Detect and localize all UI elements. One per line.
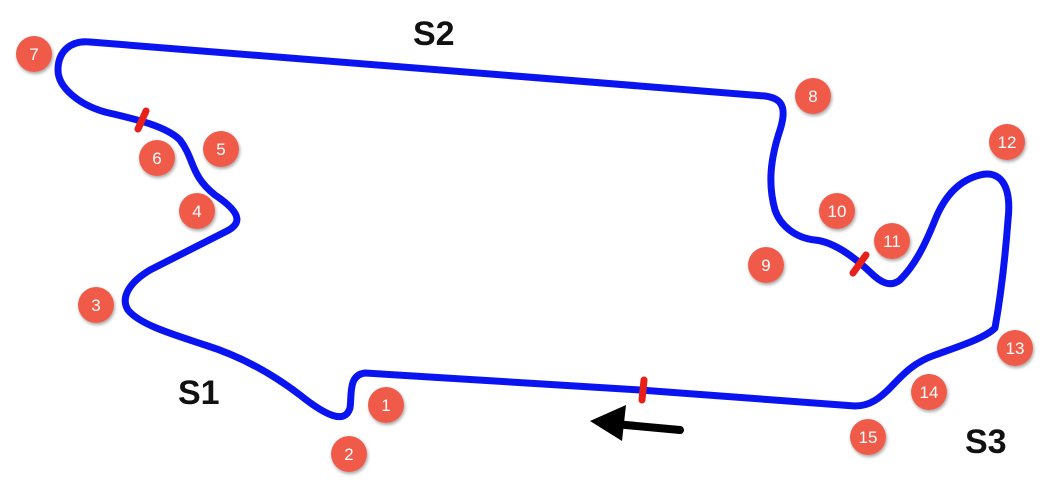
turn-badge-3: 3 (78, 287, 114, 323)
turn-number: 7 (29, 45, 38, 64)
turn-badge-4: 4 (179, 193, 215, 229)
turn-number: 6 (152, 149, 161, 168)
turn-badge-10: 10 (819, 193, 855, 229)
turn-number: 14 (920, 383, 939, 402)
turn-badge-8: 8 (795, 78, 831, 114)
turn-badge-12: 12 (989, 124, 1025, 160)
turn-badge-5: 5 (203, 131, 239, 167)
turn-number: 1 (381, 396, 390, 415)
sector-marker-s2-s3 (849, 251, 870, 277)
turn-number: 3 (91, 296, 100, 315)
turn-number: 8 (808, 87, 817, 106)
turn-badge-7: 7 (16, 36, 52, 72)
sector-marker-s1-s2 (134, 107, 150, 133)
turn-number: 2 (344, 445, 353, 464)
turn-number: 11 (883, 232, 901, 251)
sector-marker-start (638, 376, 648, 404)
sector-label-s2: S2 (413, 15, 455, 53)
turn-badge-1: 1 (368, 387, 404, 423)
turn-badge-6: 6 (139, 140, 175, 176)
turn-number: 10 (828, 202, 847, 221)
turn-badge-9: 9 (748, 247, 784, 283)
turn-number: 4 (192, 202, 201, 221)
turn-number: 13 (1006, 339, 1025, 358)
turn-number: 15 (859, 428, 878, 447)
turn-badge-11: 11 (874, 223, 910, 259)
turn-badge-14: 14 (911, 374, 947, 410)
arrow-left-icon (590, 405, 684, 441)
turn-number: 5 (216, 140, 225, 159)
turn-badge-2: 2 (331, 436, 367, 472)
sector-label-s3: S3 (965, 423, 1007, 461)
turn-badge-15: 15 (850, 419, 886, 455)
turn-number: 12 (998, 133, 1017, 152)
turn-number: 9 (761, 256, 770, 275)
sector-label-s1: S1 (178, 374, 220, 412)
turn-badge-13: 13 (997, 330, 1033, 366)
track-outline (54, 38, 1013, 421)
